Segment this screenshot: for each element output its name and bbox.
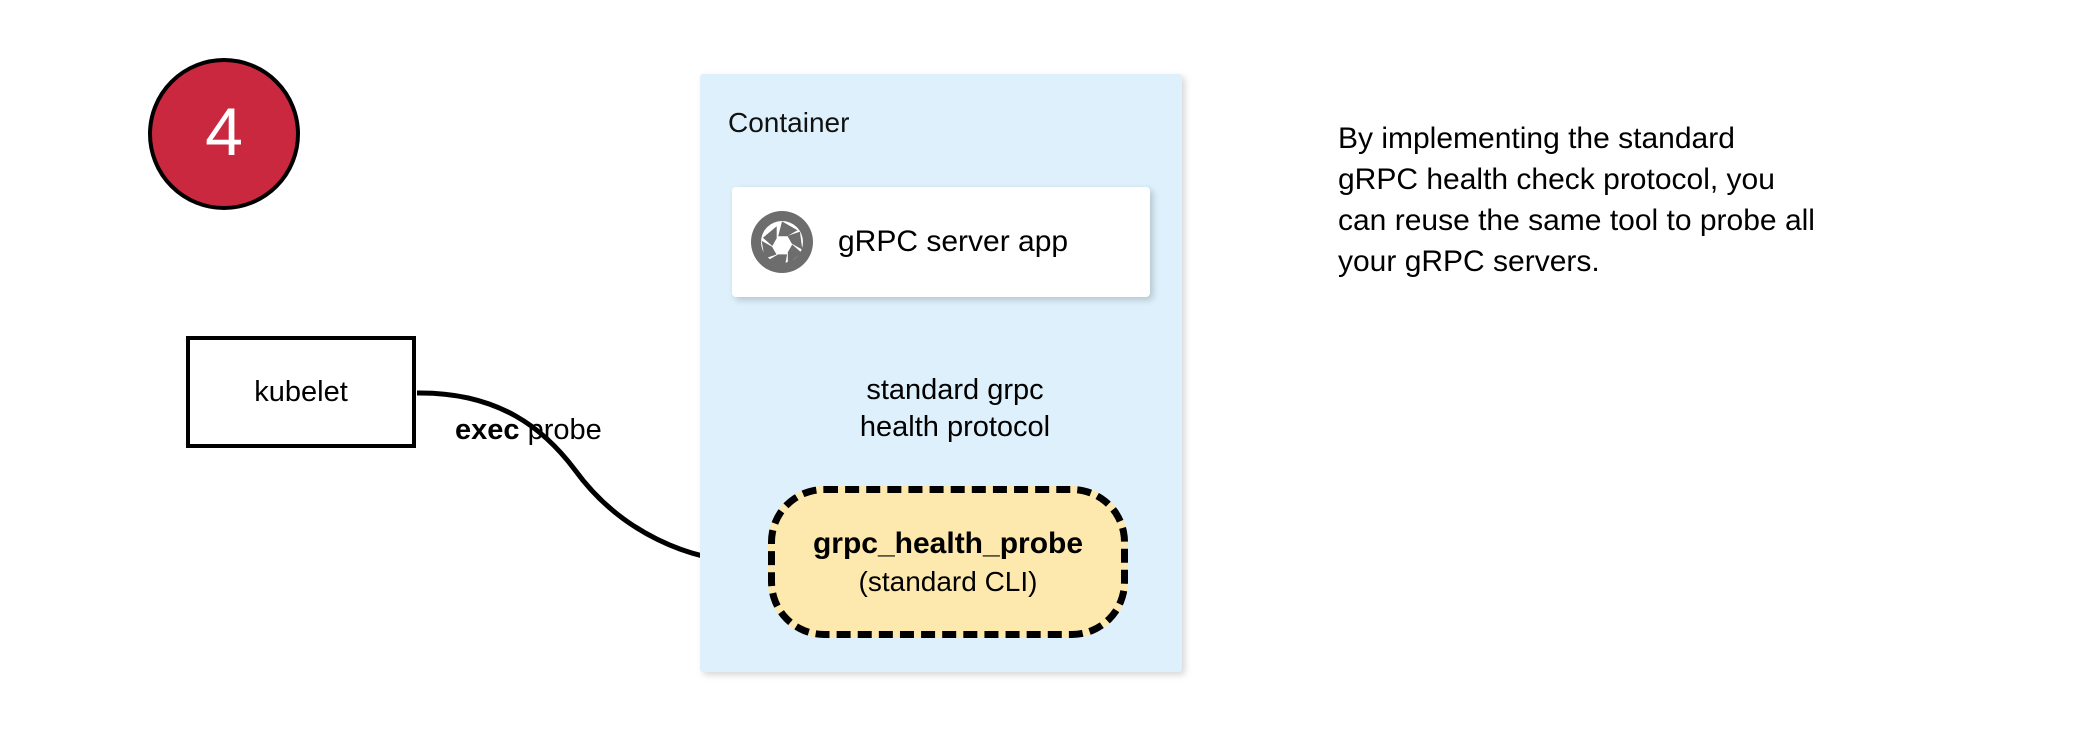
health-protocol-line-2: health protocol [859, 411, 1051, 444]
exec-probe-edge-label: exec probe [455, 412, 602, 449]
note-line-2: gRPC health check protocol, you [1338, 163, 1775, 196]
note-line-3: can reuse the same tool to probe all [1338, 204, 1815, 237]
note-line-4: your gRPC servers. [1338, 245, 1600, 278]
container-title: Container [728, 107, 850, 138]
kubelet-node: kubelet [186, 336, 416, 448]
note-line-1: By implementing the standard [1338, 122, 1735, 155]
grpc-server-app-label: gRPC server app [838, 225, 1069, 258]
grpc-health-probe-title: grpc_health_probe [812, 526, 1084, 560]
grpc-health-probe-subtitle: (standard CLI) [858, 566, 1038, 598]
kubelet-label: kubelet [254, 375, 348, 408]
grpc-aperture-icon [751, 211, 813, 273]
protocol-label-backing [832, 378, 1078, 462]
exec-probe-arrow [416, 390, 756, 578]
explanatory-note: By implementing the standard gRPC health… [1338, 118, 1938, 282]
health-protocol-edge-label: standard grpc health protocol [830, 372, 1080, 446]
step-badge-number: 4 [205, 94, 243, 170]
exec-probe-rest: probe [519, 414, 602, 446]
exec-probe-keyword: exec [455, 414, 520, 446]
health-protocol-line-1: standard grpc [866, 374, 1044, 406]
step-badge: 4 [148, 58, 300, 210]
grpc-server-app-node: gRPC server app [732, 187, 1150, 297]
grpc-health-probe-node: grpc_health_probe (standard CLI) [768, 486, 1128, 638]
